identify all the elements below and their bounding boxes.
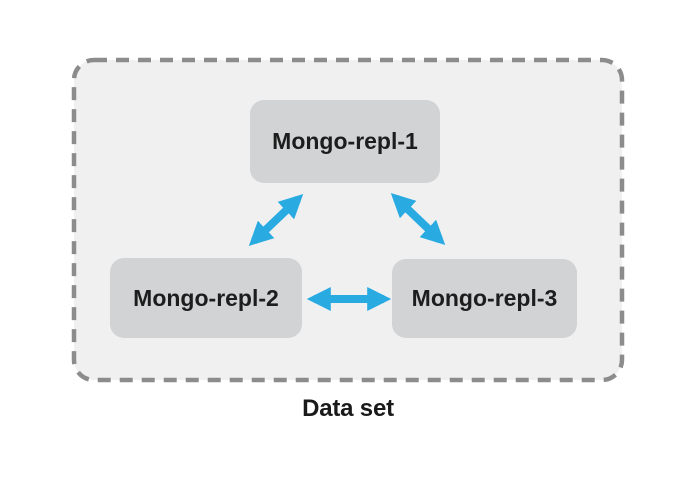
arrow-repl1-repl2 — [248, 194, 304, 246]
node-mongo-repl-3-label: Mongo-repl-3 — [411, 285, 558, 311]
node-mongo-repl-2-label: Mongo-repl-2 — [133, 284, 279, 311]
node-mongo-repl-1-label: Mongo-repl-1 — [272, 128, 418, 154]
arrow-repl1-repl3 — [390, 193, 446, 245]
node-mongo-repl-3: Mongo-repl-3 — [392, 259, 577, 338]
dataset-label: Data set — [302, 395, 394, 422]
node-mongo-repl-1: Mongo-repl-1 — [250, 100, 440, 183]
node-mongo-repl-2: Mongo-repl-2 — [110, 258, 302, 338]
